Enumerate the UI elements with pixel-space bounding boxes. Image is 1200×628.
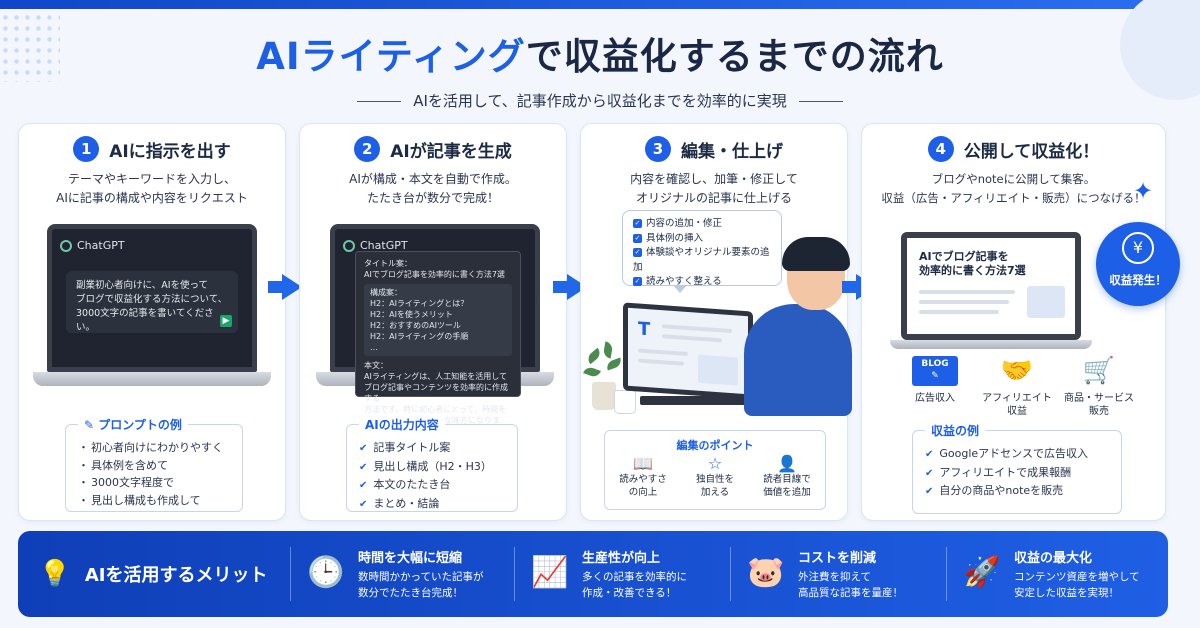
mug-illustration	[614, 390, 636, 414]
blog-monitor-illustration: AIでブログ記事を効率的に書く方法7選	[901, 232, 1081, 340]
step-title: AIに指示を出す	[109, 141, 231, 162]
cart-icon: 🛒	[1082, 356, 1116, 386]
list-item: 記事タイトル案	[359, 439, 492, 458]
clock-icon: 🕒	[307, 555, 345, 590]
book-icon: 📖	[633, 454, 653, 473]
revenue-badge: ¥ 収益発生！	[1096, 222, 1180, 306]
list-item: 3000文字程度で	[78, 474, 223, 492]
chatgpt-logo-icon	[343, 239, 355, 252]
list-item: 見出し構成も作成して	[78, 492, 223, 510]
step-3-heading: 3 編集・仕上げ	[581, 136, 847, 162]
editing-points-title: 編集のポイント	[676, 439, 754, 452]
ai-output-title: AIの出力内容	[359, 416, 445, 433]
revenue-sales: 🛒商品・サービス販売	[1064, 356, 1134, 417]
sparkle-icon: ✦	[1133, 177, 1154, 205]
user-icon: 👤	[777, 454, 797, 473]
merit-productivity: 📈 生産性が向上 多くの記事を効率的に作成・改善できる！	[531, 551, 687, 599]
prompt-examples-box: ✎ プロンプトの例 初心者向けにわかりやすく 具体例を含めて 3000文字程度で…	[65, 416, 243, 512]
merit-time: 🕒 時間を大幅に短縮 数時間かかっていた記事が数分でたたき台完成！	[307, 551, 484, 599]
person-illustration	[744, 304, 852, 416]
check-icon: ✓	[633, 248, 642, 257]
point-reader-value: 👤読者目線で価値を追加	[751, 454, 823, 499]
page-title: AIライティングで収益化するまでの流れ	[256, 35, 944, 78]
step-number: 2	[354, 136, 381, 162]
flow-arrow-icon	[268, 274, 302, 300]
merit-cost: 🐷 コストを削減 外注費を抑えて高品質な記事を量産！	[747, 551, 903, 599]
merits-strip: 💡AIを活用するメリット 🕒 時間を大幅に短縮 数時間かかっていた記事が数分でた…	[18, 531, 1168, 617]
edit-icon: ✎	[84, 418, 99, 432]
blog-article-title: AIでブログ記事を効率的に書く方法7選	[919, 250, 1026, 277]
step-title: AIが記事を生成	[390, 141, 512, 162]
lightbulb-icon: 💡	[38, 559, 71, 589]
revenue-ads: BLOG✎広告収入	[893, 356, 977, 405]
list-item: まとめ・結論	[359, 495, 492, 514]
prompt-examples-title: ✎ プロンプトの例	[78, 416, 188, 433]
merits-title: 💡AIを活用するメリット	[38, 559, 268, 589]
merit-revenue: 🚀 収益の最大化 コンテンツ資産を増やして安定した収益を実現！	[963, 551, 1140, 599]
step-2-description: AIが構成・本文を自動で作成。たたき台が数分で完成！	[349, 172, 517, 205]
step-title: 編集・仕上げ	[681, 141, 783, 162]
editing-laptop-illustration: T	[623, 302, 753, 400]
step-number: 4	[927, 136, 954, 162]
chatgpt-label: ChatGPT	[60, 239, 125, 252]
check-icon: ✓	[633, 219, 642, 228]
list-item: 具体例を含めて	[78, 457, 223, 475]
blog-icon: BLOG✎	[912, 356, 958, 386]
ai-output-panel: タイトル案： AIでブログ記事を効率的に書く方法7選 構成案： H2：AIライテ…	[355, 251, 521, 436]
check-icon: ✓	[633, 277, 642, 286]
step-2-card: 2 AIが記事を生成 AIが構成・本文を自動で作成。たたき台が数分で完成！ Cha…	[299, 123, 567, 521]
step-number: 3	[645, 136, 671, 162]
point-readability: 📖読みやすさの向上	[607, 454, 679, 499]
list-item: 本文のたたき台	[359, 476, 492, 495]
point-originality: ☆独自性を加える	[679, 454, 751, 499]
list-item: 見出し構成（H2・H3）	[359, 458, 492, 477]
check-icon: ✓	[633, 233, 642, 243]
revenue-examples-box: 収益の例 Googleアドセンスで広告収入 アフィリエイトで成果報酬 自分の商品…	[912, 422, 1122, 514]
chatgpt-logo-icon	[60, 239, 72, 252]
chart-up-icon: 📈	[531, 555, 569, 590]
star-icon: ☆	[707, 454, 723, 473]
prompt-message: 副業初心者向けに、AIを使ってブログで収益化する方法について、3000文字の記事…	[66, 271, 238, 333]
yen-icon: ¥	[1122, 232, 1154, 264]
growth-icon: 🚀	[963, 555, 1001, 590]
step-3-description: 内容を確認し、加筆・修正してオリジナルの記事に仕上げる	[630, 172, 798, 205]
plant-illustration	[592, 382, 616, 410]
step-2-heading: 2 AIが記事を生成	[300, 136, 566, 162]
page-subtitle: AIを活用して、記事作成から収益化までを効率的に実現	[0, 90, 1200, 111]
step-4-description: ブログやnoteに公開して集客。収益（広告・アフィリエイト・販売）につなげる！	[881, 172, 1146, 205]
editing-checklist-bubble: ✓内容の追加・修正 ✓具体例の挿入 ✓体験談やオリジナル要素の追加 ✓読みやすく…	[622, 210, 782, 293]
step-1-description: テーマやキーワードを入力し、AIに記事の構成や内容をリクエスト	[56, 172, 248, 205]
step-number: 1	[73, 136, 100, 162]
step-1-card: 1 AIに指示を出す テーマやキーワードを入力し、AIに記事の構成や内容をリクエス…	[18, 123, 286, 521]
revenue-examples-title: 収益の例	[925, 422, 986, 439]
step-1-heading: 1 AIに指示を出す	[19, 136, 285, 162]
step-title: 公開して収益化！	[963, 141, 1100, 162]
decorative-dots	[0, 12, 60, 82]
list-item: 自分の商品やnoteを販売	[925, 482, 1088, 501]
send-icon: ▶	[220, 315, 232, 327]
image-placeholder-icon	[1027, 286, 1065, 318]
piggy-bank-icon: 🐷	[747, 555, 785, 590]
editing-points-box: 編集のポイント 📖読みやすさの向上 ☆独自性を加える 👤読者目線で価値を追加	[604, 430, 826, 510]
list-item: 初心者向けにわかりやすく	[78, 439, 223, 457]
chatgpt-label: ChatGPT	[343, 239, 408, 252]
step-4-heading: 4 公開して収益化！	[862, 136, 1165, 162]
handshake-icon: 🤝	[1000, 356, 1034, 386]
list-item: Googleアドセンスで広告収入	[925, 445, 1088, 464]
list-item: アフィリエイトで成果報酬	[925, 464, 1088, 483]
revenue-affiliate: 🤝アフィリエイト収益	[982, 356, 1052, 417]
top-accent-bar	[0, 0, 1200, 9]
ai-output-box: AIの出力内容 記事タイトル案 見出し構成（H2・H3） 本文のたたき台 まとめ…	[346, 416, 518, 514]
